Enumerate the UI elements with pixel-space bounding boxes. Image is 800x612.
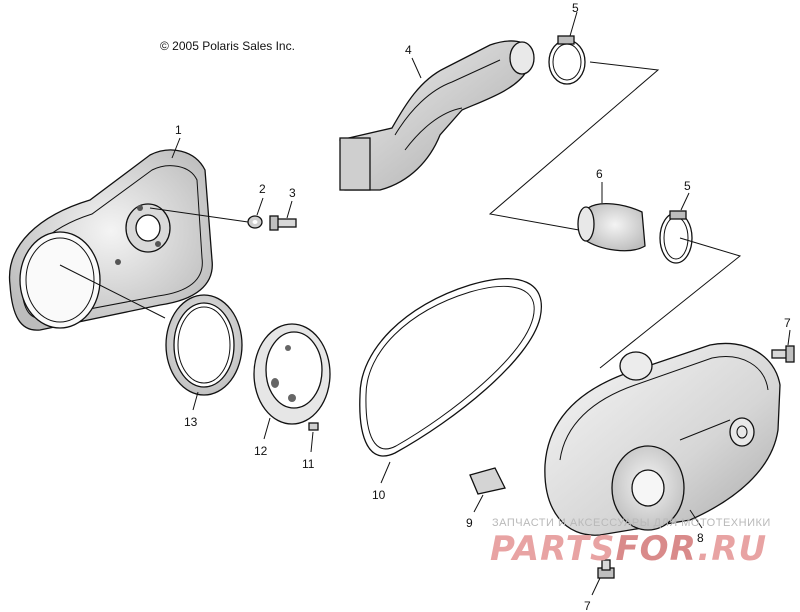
callout-7b: 7 [584, 599, 591, 612]
part-clamp-mid [659, 210, 693, 264]
part-drive-belt [359, 278, 542, 457]
guide-line-upper [488, 61, 660, 233]
callout-8: 8 [697, 531, 704, 545]
copyright-text: © 2005 Polaris Sales Inc. [160, 39, 295, 53]
callout-6: 6 [596, 167, 603, 181]
part-clamp-top [548, 35, 586, 85]
watermark-brand-a: PARTS [490, 529, 615, 569]
part-air-duct [339, 40, 535, 191]
callout-1: 1 [175, 123, 182, 137]
callout-10: 10 [372, 488, 386, 502]
part-screw-11 [308, 422, 319, 431]
guide-line-lower [599, 237, 742, 369]
part-bolt-3 [269, 215, 297, 231]
part-boot [577, 202, 646, 252]
callout-3: 3 [289, 186, 296, 200]
watermark-tagline: ЗАПЧАСТИ И АКСЕССУАРЫ ДЛЯ МОТОТЕХНИКИ [492, 517, 771, 529]
callout-7a: 7 [784, 316, 791, 330]
part-plate [253, 323, 331, 425]
watermark-brand-c: .RU [697, 529, 767, 569]
part-washer [247, 215, 263, 229]
callout-12: 12 [254, 444, 268, 458]
part-outer-cover [544, 342, 781, 536]
watermark-logo: PARTSFOR.RU [490, 529, 767, 569]
watermark-brand-b: FOR [615, 529, 697, 569]
callout-4: 4 [405, 43, 412, 57]
callout-5b: 5 [684, 179, 691, 193]
part-decal [469, 467, 506, 495]
part-inner-cover [8, 149, 249, 331]
part-seal [165, 294, 243, 396]
callout-2: 2 [259, 182, 266, 196]
callout-9: 9 [466, 516, 473, 530]
callout-13: 13 [184, 415, 198, 429]
callout-11: 11 [302, 457, 315, 471]
callout-5a: 5 [572, 1, 579, 15]
part-bolt-7-bottom [597, 559, 615, 579]
part-bolt-7-right [771, 345, 795, 363]
